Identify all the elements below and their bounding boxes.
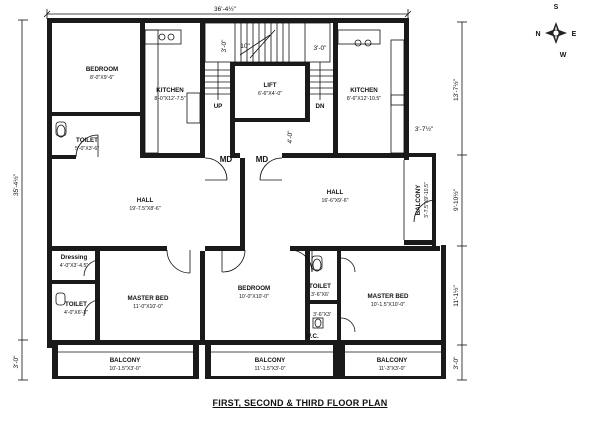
balcony1-dim: 10'-1.5"X3'-0" [109,366,140,372]
left-bottom-dim: 3'-0" [13,355,20,369]
toilet3-dim: 3'-6"X6' [311,292,329,298]
stair-side-dim: 3'-0" [221,39,228,53]
door-swings [75,134,437,333]
right-dimension-line: 13'-7½" 9'-10½" 11'-1½" 3'-0" [452,21,467,381]
hall1-dim: 19'-7.5"X8'-6" [129,206,160,212]
window-markers [58,160,441,353]
wc-dim: 3'-6"X3' [313,312,331,318]
stair-up-label: UP [214,103,223,110]
master1-dim: 11'-0"X10'-0" [133,304,163,310]
balcony-right-label: BALCONY [415,184,422,215]
kitchen-top-dim: 3'-0" [314,45,328,52]
compass-w: W [560,52,567,59]
bedroom1-label: BEDROOM [86,66,118,73]
main-door-1-label: MD [220,155,233,164]
hall2-label: HALL [327,189,344,196]
toilet2-dim: 4'-0"X6'-3" [64,310,88,316]
outer-walls [47,18,446,379]
staircase [204,22,333,100]
top-total-dim: 36'-4½" [214,5,237,13]
right-dim-3: 11'-1½" [452,285,460,307]
sanitary-fixtures [55,121,324,329]
stair-dn-label: DN [316,103,325,110]
left-dimension-line: 35'-4½" 3'-0" [12,19,28,381]
kitchen1-label: KITCHEN [156,87,184,94]
toilet3-label: TOILET [309,283,331,290]
top-dimension-line: 36'-4½" [43,5,412,19]
balcony-right-dim: 3'-7.5"X9'-10.5" [424,182,430,218]
stair-10-dim: 10" [240,43,250,50]
main-door-2-label: MD [256,155,269,164]
plan-title: FIRST, SECOND & THIRD FLOOR PLAN [212,398,388,408]
dressing-label: Dressing [61,254,88,261]
hall2-dim: 16'-6"X9'-6" [321,198,348,204]
master1-label: MASTER BED [128,295,169,302]
balcony-top-dim: 3'-7½" [415,125,434,133]
compass-rose: S N E W [535,4,576,59]
balcony3-label: BALCONY [377,357,408,364]
hall1-label: HALL [137,197,154,204]
compass-s: S [554,4,559,11]
dressing-dim: 4'-0"X3'-4.5" [60,263,89,269]
master2-label: MASTER BED [368,293,409,300]
kitchen1-dim: 8'-0"X12'-7.5" [154,96,185,102]
toilet1-dim: 5'-0"X3'-6" [75,146,99,152]
left-total-dim: 35'-4½" [12,173,20,196]
master2-dim: 10'-1.5"X10'-0" [371,302,405,308]
toilet2-label: TOILET [65,301,87,308]
lobby-side-dim: 4'-0" [287,130,294,144]
kitchen2-label: KITCHEN [350,87,378,94]
bedroom1-dim: 8'-0"X9'-6" [90,75,114,81]
interior-walls [52,23,446,345]
balcony1-label: BALCONY [110,357,141,364]
balcony3-dim: 11'-3"X3'-0" [379,366,406,372]
kitchen2-dim: 8'-6"X12'-10.5" [347,96,381,102]
bedroom2-dim: 10'-0"X10'-0" [239,294,269,300]
wc-label: W.C. [305,333,319,340]
right-dim-2: 9'-10½" [452,188,460,211]
compass-n: N [535,31,540,38]
balcony2-dim: 11'-1.5"X3'-0" [255,366,286,372]
balcony2-label: BALCONY [255,357,286,364]
bedroom2-label: BEDROOM [238,285,270,292]
kitchen-counters [144,29,405,154]
right-dim-1: 13'-7½" [452,78,460,101]
toilet1-label: TOILET [76,137,98,144]
compass-e: E [572,31,577,38]
lift-label: LIFT [263,82,276,89]
right-dim-4: 3'-0" [453,356,460,370]
lift-dim: 6'-6"X4'-0" [258,91,282,97]
